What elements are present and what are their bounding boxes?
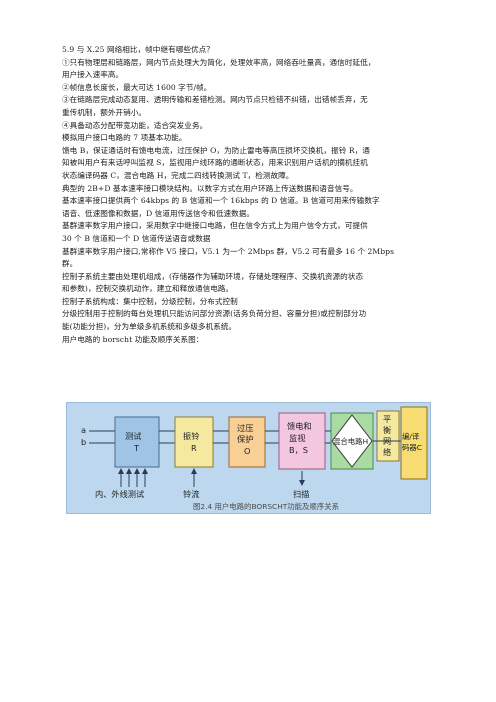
text-line: 控制子系统构成：集中控制，分级控制，分布式控制 — [62, 296, 238, 306]
text-line: 状态编译码器 C，混合电路 H，完成二四线转换测试 T，检测故障。 — [62, 170, 294, 180]
text-line: ③在链路层完成动态复用、透明传输和差错检测。网内节点只检错不纠错，出错帧丢弃，无 — [62, 95, 368, 105]
text-line: 分级控制用于控制的每台处理机只能访问部分资源(话务负荷分担、容量分担)或控制部分… — [62, 309, 367, 319]
feed-block-label: 监视 — [289, 433, 305, 443]
document-body: 5.9 与 X.25 网络相比，帧中继有哪些优点？ ①只有物理层和链路层，网内节… — [62, 44, 434, 346]
protection-block — [228, 416, 266, 468]
ring-block-letter: R — [191, 443, 197, 453]
ring-input-label: 铃流 — [183, 489, 199, 499]
ring-block-label: 振铃 — [183, 431, 199, 441]
hybrid-label: 混合电路H — [333, 437, 368, 446]
text-line: 用户接入速率高。 — [62, 70, 124, 80]
feed-supervision-block — [278, 412, 326, 470]
text-line: 能(功能分担)，分为单级多机系统和多级多机系统。 — [62, 322, 237, 332]
hybrid-diamond — [331, 414, 373, 468]
text-line: 馈电 B，保证通话时有馈电电流，过压保护 O，为防止雷电等高压损坏交换机，振铃 … — [62, 145, 370, 155]
text-line: 模拟用户接口电路的 7 项基本功能。 — [62, 133, 187, 143]
text-line: 控制子系统主要由处理机组成，(存储器作为辅助环境，存储处理程序、交换机资源的状态 — [62, 271, 364, 281]
text-line: 典型的 2B+D 基本速率接口模块结构。以数字方式在用户环路上传送数据和语音信号… — [62, 183, 358, 193]
text-line: 群。 — [62, 259, 78, 269]
protection-block-label: 保护 — [237, 434, 253, 444]
text-line: 用户电路的 borscht 功能及顺序关系图： — [62, 334, 204, 344]
text-line: 和参数)，控制交换机动作，建立和释放通信电路。 — [62, 284, 234, 294]
text-line: ①只有物理层和链路层，网内节点处理大为简化，处理效率高，网络吞吐量高，通信时延低… — [62, 57, 376, 67]
text-line: 基群速率数字用户接口,常称作 V5 接口，V5.1 为一个 2Mbps 群，V5… — [62, 246, 395, 256]
diagram-canvas: a b 测试 T 振铃 R 过压 保护 O 馈电和 监视 B，S 混合电路H — [81, 406, 428, 511]
test-block-label: 测试 — [125, 431, 141, 441]
balance-label: 络 — [383, 447, 391, 457]
balance-label: 衡 — [383, 425, 391, 435]
codec-label: 编/译 — [402, 432, 420, 441]
feed-block-letters: B，S — [289, 445, 308, 455]
input-a-label: a — [81, 425, 86, 435]
input-b-label: b — [81, 437, 86, 447]
text-line: 基本速率接口提供两个 64kbps 的 B 信道和一个 16kbps 的 D 信… — [62, 196, 380, 206]
protection-block-label: 过压 — [237, 423, 253, 433]
text-line: 语音、低速图像和数据，D 信道用传送信令和低速数据。 — [62, 208, 255, 218]
borscht-diagram: a b 测试 T 振铃 R 过压 保护 O 馈电和 监视 B，S 混合电路H — [66, 402, 431, 514]
scan-label: 扫描 — [293, 489, 309, 499]
text-line: 30 个 B 信道和一个 D 信道传送语音或数据 — [62, 233, 211, 243]
codec-label: 码器C — [402, 443, 422, 452]
text-line: 知被叫用户有来话呼叫监视 S，监视用户线环路的通断状态，用来识别用户话机的摘机挂… — [62, 158, 368, 168]
ring-block — [174, 416, 214, 468]
test-input-label: 内、外线测试 — [95, 489, 144, 499]
test-block-letter: T — [133, 443, 140, 453]
protection-block-letter: O — [244, 446, 250, 456]
text-line: ②帧信息长度长，最大可达 1600 字节/帧。 — [62, 82, 212, 92]
figure-caption: 图2.4 用户电路的BORSCHT功能及顺序关系 — [193, 502, 339, 511]
codec-block — [400, 406, 428, 480]
text-line: 基群速率数字用户接口，采用数字中继接口电路，但在信令方式上为用户信令方式，可提供 — [62, 221, 368, 231]
question-title: 5.9 与 X.25 网络相比，帧中继有哪些优点？ — [62, 45, 214, 54]
balance-label: 平 — [383, 414, 391, 424]
feed-block-label: 馈电和 — [287, 421, 312, 431]
test-block — [114, 416, 160, 468]
text-line: 重传机制，额外开销小。 — [62, 107, 147, 117]
balance-network-block — [376, 410, 400, 462]
text-line: ④具备动态分配带宽功能，适合突发业务。 — [62, 120, 208, 130]
